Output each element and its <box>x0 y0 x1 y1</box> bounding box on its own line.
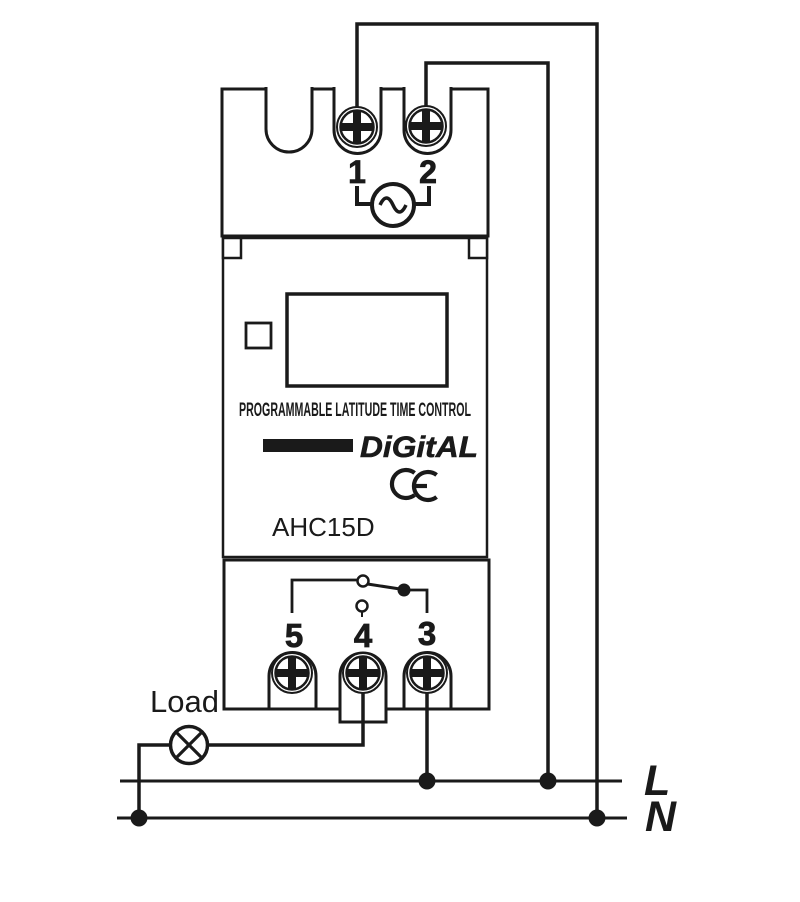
terminal-3-label: 3 <box>418 615 436 652</box>
ac-source-icon <box>355 182 431 228</box>
labels: 1 2 5 4 3 PROGRAMMABLE LATITUDE TIME CON… <box>150 154 677 841</box>
wire-terminal1-to-neutral <box>355 22 599 818</box>
lcd-display <box>285 292 449 388</box>
product-label: PROGRAMMABLE LATITUDE TIME CONTROL <box>239 399 471 421</box>
junction-dot <box>539 772 557 790</box>
neutral-label: N <box>645 793 677 841</box>
right-corner-notch <box>467 236 489 260</box>
screw-terminal-icon <box>342 652 384 694</box>
screw-terminal-icon <box>406 652 448 694</box>
junction-dot <box>418 772 436 790</box>
relay-fixed-contact <box>356 574 370 588</box>
screw-terminal-icon <box>405 105 447 147</box>
program-button[interactable] <box>244 321 273 350</box>
front-panel <box>244 292 449 503</box>
junction-dots <box>130 772 606 827</box>
brand-bar <box>263 439 353 452</box>
terminal-1-label: 1 <box>348 154 366 190</box>
screw-terminal-icon <box>271 652 313 694</box>
wire-lamp-to-neutral <box>137 743 171 818</box>
device-middle-body <box>221 236 489 559</box>
screw-terminal-icon <box>336 106 378 148</box>
relay-pole-contact <box>355 599 369 613</box>
wires <box>137 22 599 818</box>
ce-mark-icon <box>389 467 438 503</box>
relay-pivot-dot <box>397 583 411 597</box>
load-label: Load <box>150 684 219 719</box>
brand-label: DiGitAL <box>360 431 478 464</box>
junction-dot <box>130 809 148 827</box>
left-corner-notch <box>221 236 243 260</box>
lamp-load-icon <box>168 724 210 766</box>
empty-slot <box>264 87 314 154</box>
model-label: AHC15D <box>272 512 375 542</box>
junction-dot <box>588 809 606 827</box>
line-label: L <box>644 757 670 805</box>
wire-terminal2-to-line <box>424 61 550 781</box>
relay-contact-icon <box>290 574 429 617</box>
screw-terminals <box>271 105 448 694</box>
wire-terminal4-to-lamp <box>208 690 365 747</box>
power-lines <box>117 779 627 820</box>
terminal-4-label: 4 <box>354 617 373 654</box>
terminal-2-label: 2 <box>419 154 437 190</box>
terminal-5-label: 5 <box>285 617 303 654</box>
